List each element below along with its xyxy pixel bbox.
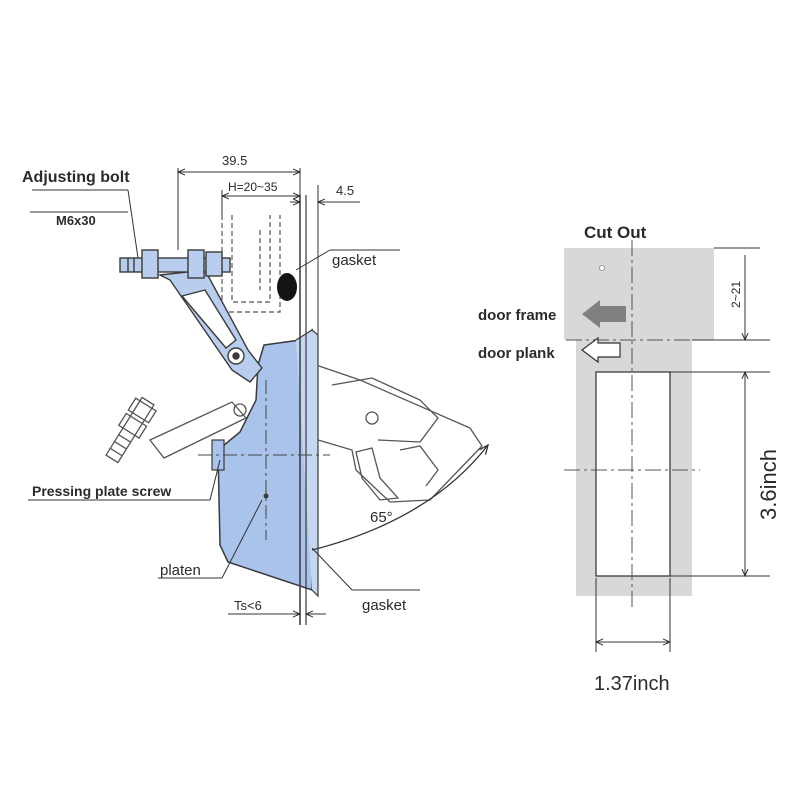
cutout-title: Cut Out	[584, 223, 647, 242]
door-frame-label: door frame	[478, 307, 556, 324]
gasket-bottom-label: gasket	[362, 597, 407, 614]
bolt-size-label: M6x30	[56, 213, 96, 228]
thickness-dim: Ts<6	[234, 598, 262, 613]
cutout-opening	[595, 371, 671, 577]
offset-dim-cutout: 2~21	[729, 281, 743, 308]
door-frame-area	[564, 248, 714, 340]
gasket-top-mark	[277, 273, 297, 301]
angle-arc	[311, 445, 488, 551]
pressing-plate-screw-label: Pressing plate screw	[32, 483, 171, 499]
platen-label: platen	[160, 562, 201, 579]
height-dim: 3.6inch	[756, 449, 781, 520]
cutout-view: Cut Out door frame door plank 2~21 3.6in…	[478, 223, 781, 695]
gasket-top-label: gasket	[332, 252, 377, 269]
overall-width-dim: 39.5	[222, 153, 247, 168]
ghost-open-position	[105, 364, 483, 503]
adjusting-bolt-label: Adjusting bolt	[22, 169, 130, 186]
door-plank-arrow-icon	[581, 336, 621, 364]
height-range-dim: H=20~35	[228, 180, 278, 194]
width-dim: 1.37inch	[594, 673, 670, 695]
door-plank-label: door plank	[478, 345, 555, 362]
adjusting-bolt	[119, 249, 263, 383]
dimension-lines	[28, 168, 420, 625]
door-frame-arrow-icon	[582, 300, 626, 328]
offset-dim: 4.5	[336, 183, 354, 198]
latch-side-view: Adjusting bolt M6x30 39.5 H=20~35 4.5 ga…	[22, 153, 488, 625]
angle-label: 65°	[370, 509, 393, 526]
